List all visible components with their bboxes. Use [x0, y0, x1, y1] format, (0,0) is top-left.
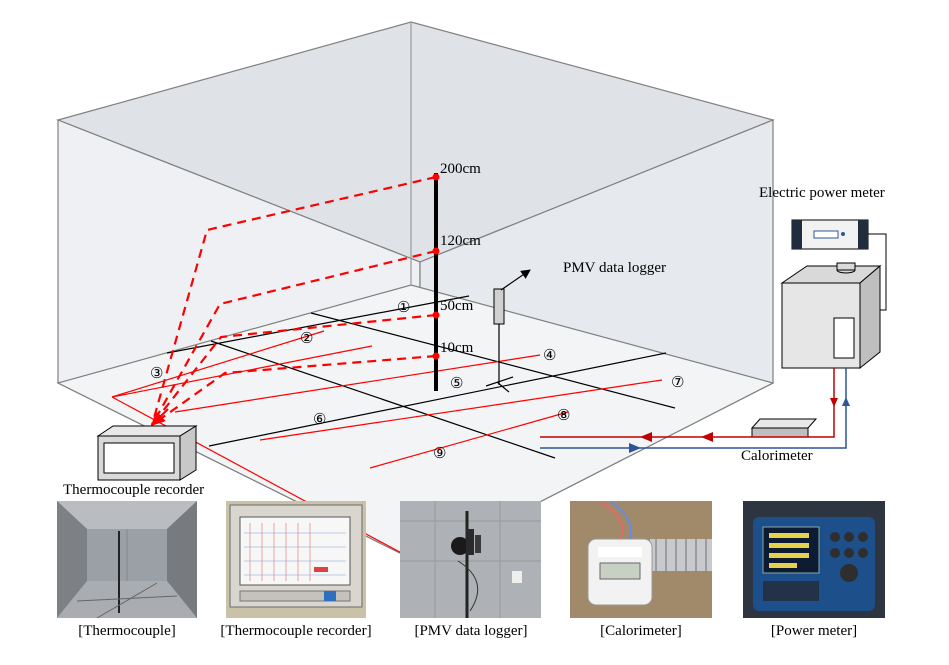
caption-pmv-logger: [PMV data logger] [414, 623, 528, 639]
height-label-10: 10cm [440, 340, 474, 356]
pmv-logger [485, 269, 531, 393]
return-pipe [540, 368, 847, 449]
thermocouple-recorder-label: Thermocouple recorder [63, 482, 204, 498]
point-label-7: ⑦ [671, 375, 684, 391]
height-label-120: 120cm [440, 233, 481, 249]
heat-pump-unit [780, 262, 882, 370]
caption-thermocouple: [Thermocouple] [78, 623, 176, 639]
point-label-6: ⑥ [313, 412, 326, 428]
chamber-walls [56, 21, 775, 564]
point-label-3: ③ [150, 366, 163, 382]
caption-power-meter: [Power meter] [770, 623, 858, 639]
thermocouple-recorder-device [96, 425, 198, 481]
power-meter-label: Electric power meter [759, 185, 885, 201]
flow-arrows [629, 397, 850, 453]
point-label-4: ④ [543, 348, 556, 364]
point-labels: ① ② ③ ④ ⑤ ⑥ ⑦ ⑧ ⑨ [150, 300, 684, 462]
power-meter-device [791, 219, 869, 250]
point-label-1: ① [397, 300, 410, 316]
point-label-9: ⑨ [433, 446, 446, 462]
point-label-8: ⑧ [557, 408, 570, 424]
calorimeter-label: Calorimeter [741, 448, 813, 464]
wire-arrow [151, 408, 169, 426]
photo-calorimeter [570, 501, 712, 618]
photo-pmv-logger [400, 501, 541, 618]
photo-thermocouple-recorder [226, 501, 366, 618]
photo-thermocouple [57, 501, 197, 618]
supply-pipe [540, 368, 835, 438]
pmv-logger-label: PMV data logger [563, 260, 666, 276]
caption-calorimeter: [Calorimeter] [600, 623, 682, 639]
photo-power-meter [743, 501, 885, 618]
calorimeter-device [750, 418, 818, 438]
point-label-5: ⑤ [450, 376, 463, 392]
height-label-200: 200cm [440, 161, 481, 177]
thermocouple-wires [150, 175, 437, 426]
floor-grid [166, 295, 676, 459]
height-label-50: 50cm [440, 298, 474, 314]
point-label-2: ② [300, 331, 313, 347]
caption-thermocouple-recorder: [Thermocouple recorder] [220, 623, 372, 639]
